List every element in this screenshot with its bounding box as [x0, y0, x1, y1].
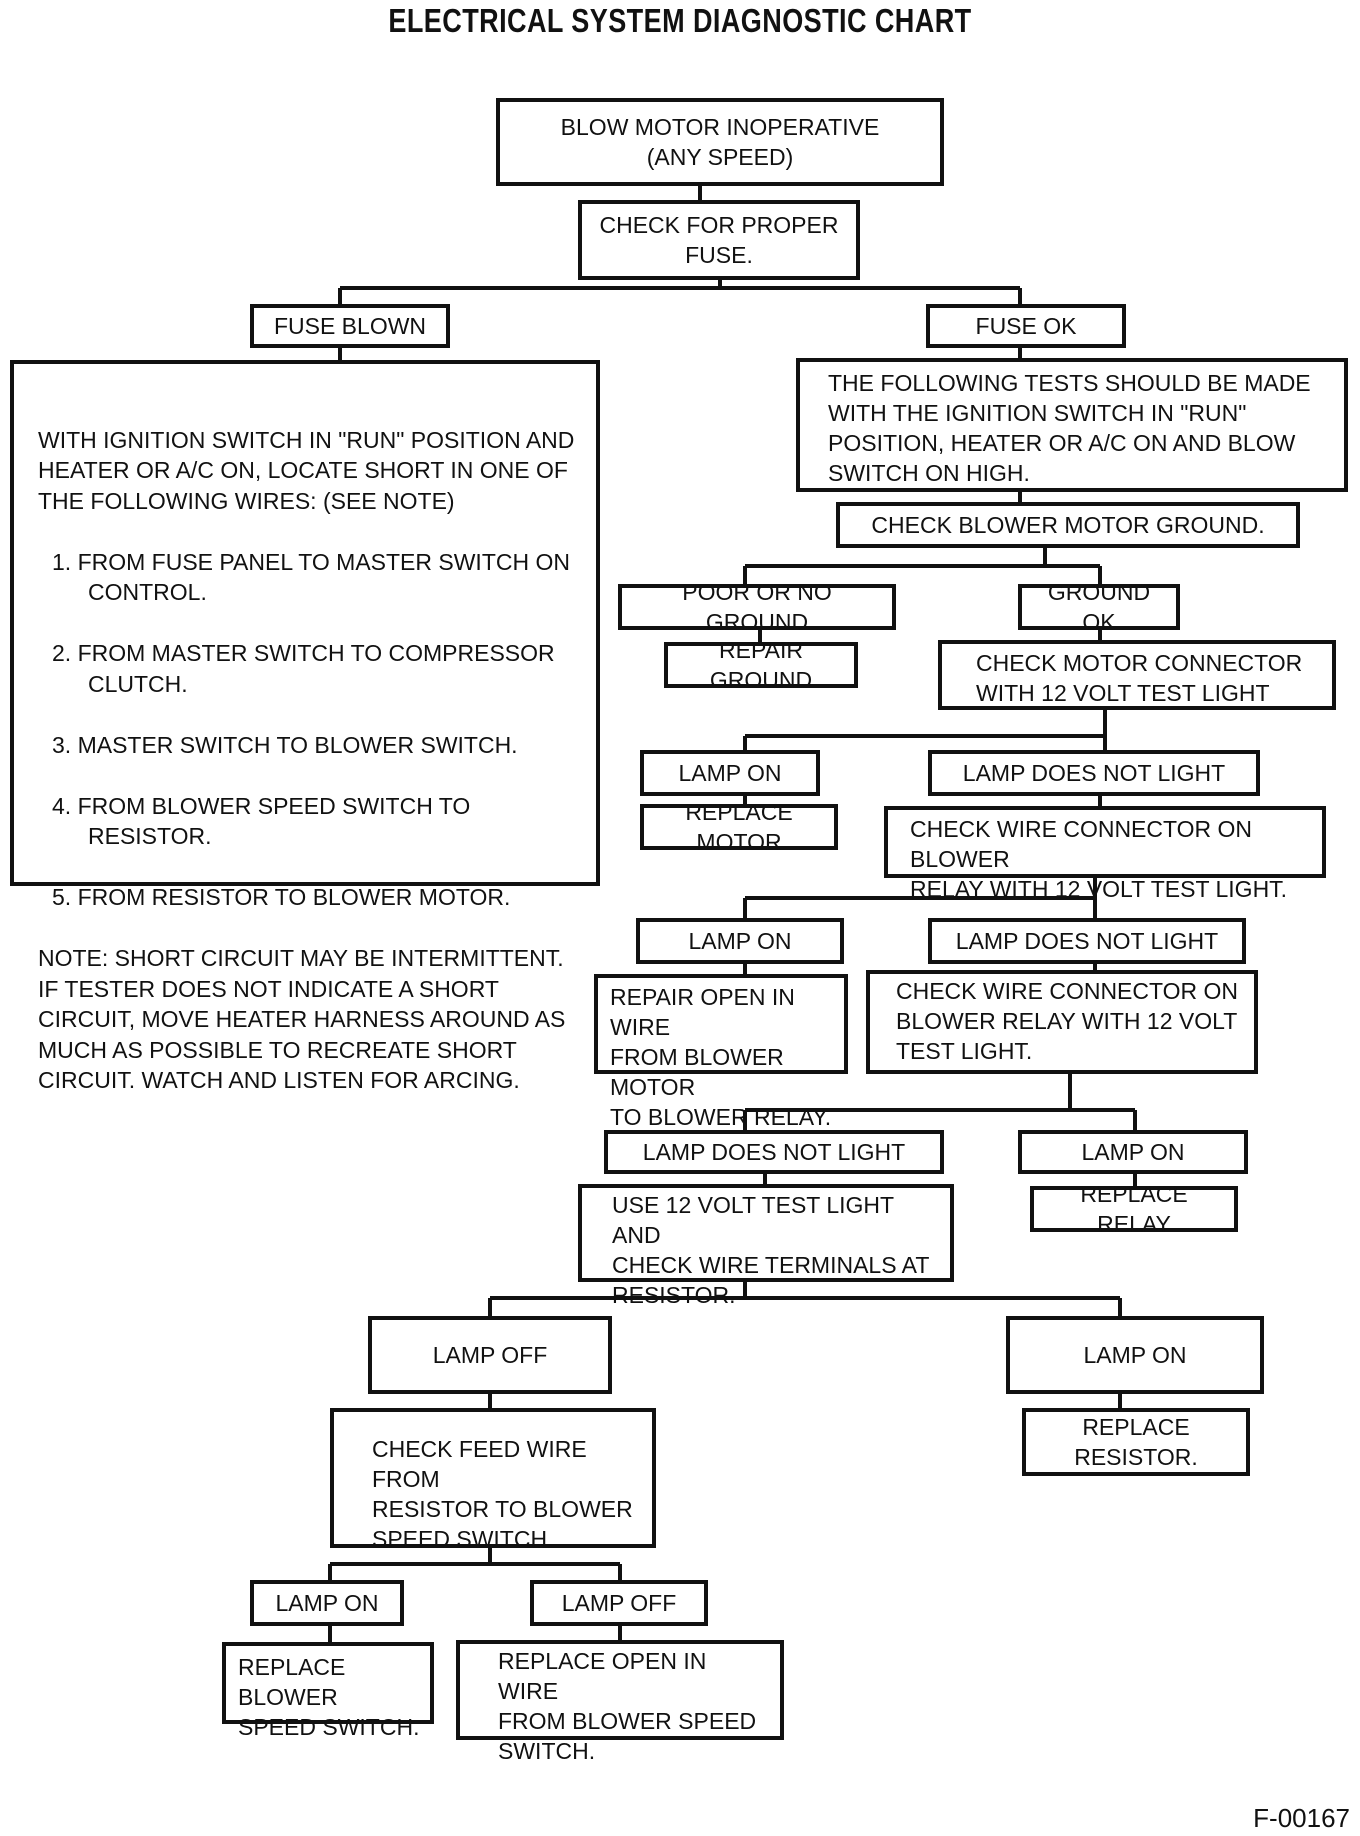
node-lamp-not-3: LAMP DOES NOT LIGHT: [604, 1130, 944, 1174]
node-replace-motor: REPLACE MOTOR: [640, 799, 838, 855]
short-item-3: 3. MASTER SWITCH TO BLOWER SWITCH.: [52, 731, 518, 758]
node-lamp-on-4: LAMP ON: [1006, 1316, 1264, 1394]
node-lamp-on-1: LAMP ON: [640, 750, 820, 796]
node-lamp-off-4: LAMP OFF: [368, 1316, 612, 1394]
node-check-ground: CHECK BLOWER MOTOR GROUND.: [836, 502, 1300, 548]
short-item-1: 1. FROM FUSE PANEL TO MASTER SWITCH ON C…: [52, 548, 570, 606]
node-replace-open-wire: REPLACE OPEN IN WIRE FROM BLOWER SPEED S…: [456, 1640, 784, 1764]
node-fuse-ok: FUSE OK: [926, 304, 1126, 348]
node-check-feed: CHECK FEED WIRE FROM RESISTOR TO BLOWER …: [330, 1408, 656, 1552]
short-item-5: 5. FROM RESISTOR TO BLOWER MOTOR.: [52, 884, 511, 910]
short-intro: WITH IGNITION SWITCH IN "RUN" POSITION A…: [38, 426, 575, 514]
node-check-relay-2: CHECK WIRE CONNECTOR ON BLOWER RELAY WIT…: [866, 970, 1258, 1074]
node-ground-ok: GROUND OK: [1018, 579, 1180, 635]
node-poor-ground: POOR OR NO GROUND: [618, 579, 896, 635]
node-check-relay-1: CHECK WIRE CONNECTOR ON BLOWER RELAY WIT…: [884, 806, 1326, 902]
node-locate-short: WITH IGNITION SWITCH IN "RUN" POSITION A…: [10, 360, 600, 1093]
node-replace-resistor: REPLACE RESISTOR.: [1022, 1408, 1250, 1476]
node-lamp-off-5: LAMP OFF: [530, 1580, 708, 1626]
node-blower-inoperative: BLOW MOTOR INOPERATIVE (ANY SPEED): [496, 98, 944, 186]
node-lamp-on-3: LAMP ON: [1018, 1130, 1248, 1174]
short-item-4: 4. FROM BLOWER SPEED SWITCH TO RESISTOR.: [52, 792, 471, 850]
node-lamp-on-5: LAMP ON: [250, 1580, 404, 1626]
node-repair-open: REPAIR OPEN IN WIRE FROM BLOWER MOTOR TO…: [594, 974, 848, 1130]
short-note: NOTE: SHORT CIRCUIT MAY BE INTERMITTENT.…: [38, 945, 566, 1093]
node-replace-relay: REPLACE RELAY: [1030, 1181, 1238, 1237]
node-replace-speed-switch: REPLACE BLOWER SPEED SWITCH.: [222, 1642, 434, 1740]
node-lamp-not-1: LAMP DOES NOT LIGHT: [928, 750, 1260, 796]
chart-title: ELECTRICAL SYSTEM DIAGNOSTIC CHART: [388, 2, 972, 39]
node-lamp-on-2: LAMP ON: [636, 918, 844, 964]
node-check-fuse: CHECK FOR PROPER FUSE.: [578, 200, 860, 280]
figure-code: F-00167: [1253, 1803, 1350, 1833]
short-item-2: 2. FROM MASTER SWITCH TO COMPRESSOR CLUT…: [52, 640, 555, 697]
node-lamp-not-2: LAMP DOES NOT LIGHT: [928, 918, 1246, 964]
node-fuse-blown: FUSE BLOWN: [250, 304, 450, 348]
node-check-resistor: USE 12 VOLT TEST LIGHT AND CHECK WIRE TE…: [578, 1184, 954, 1308]
node-tests-intro: THE FOLLOWING TESTS SHOULD BE MADE WITH …: [796, 358, 1348, 492]
node-check-motor-connector: CHECK MOTOR CONNECTOR WITH 12 VOLT TEST …: [938, 640, 1336, 710]
node-repair-ground: REPAIR GROUND: [664, 637, 858, 693]
